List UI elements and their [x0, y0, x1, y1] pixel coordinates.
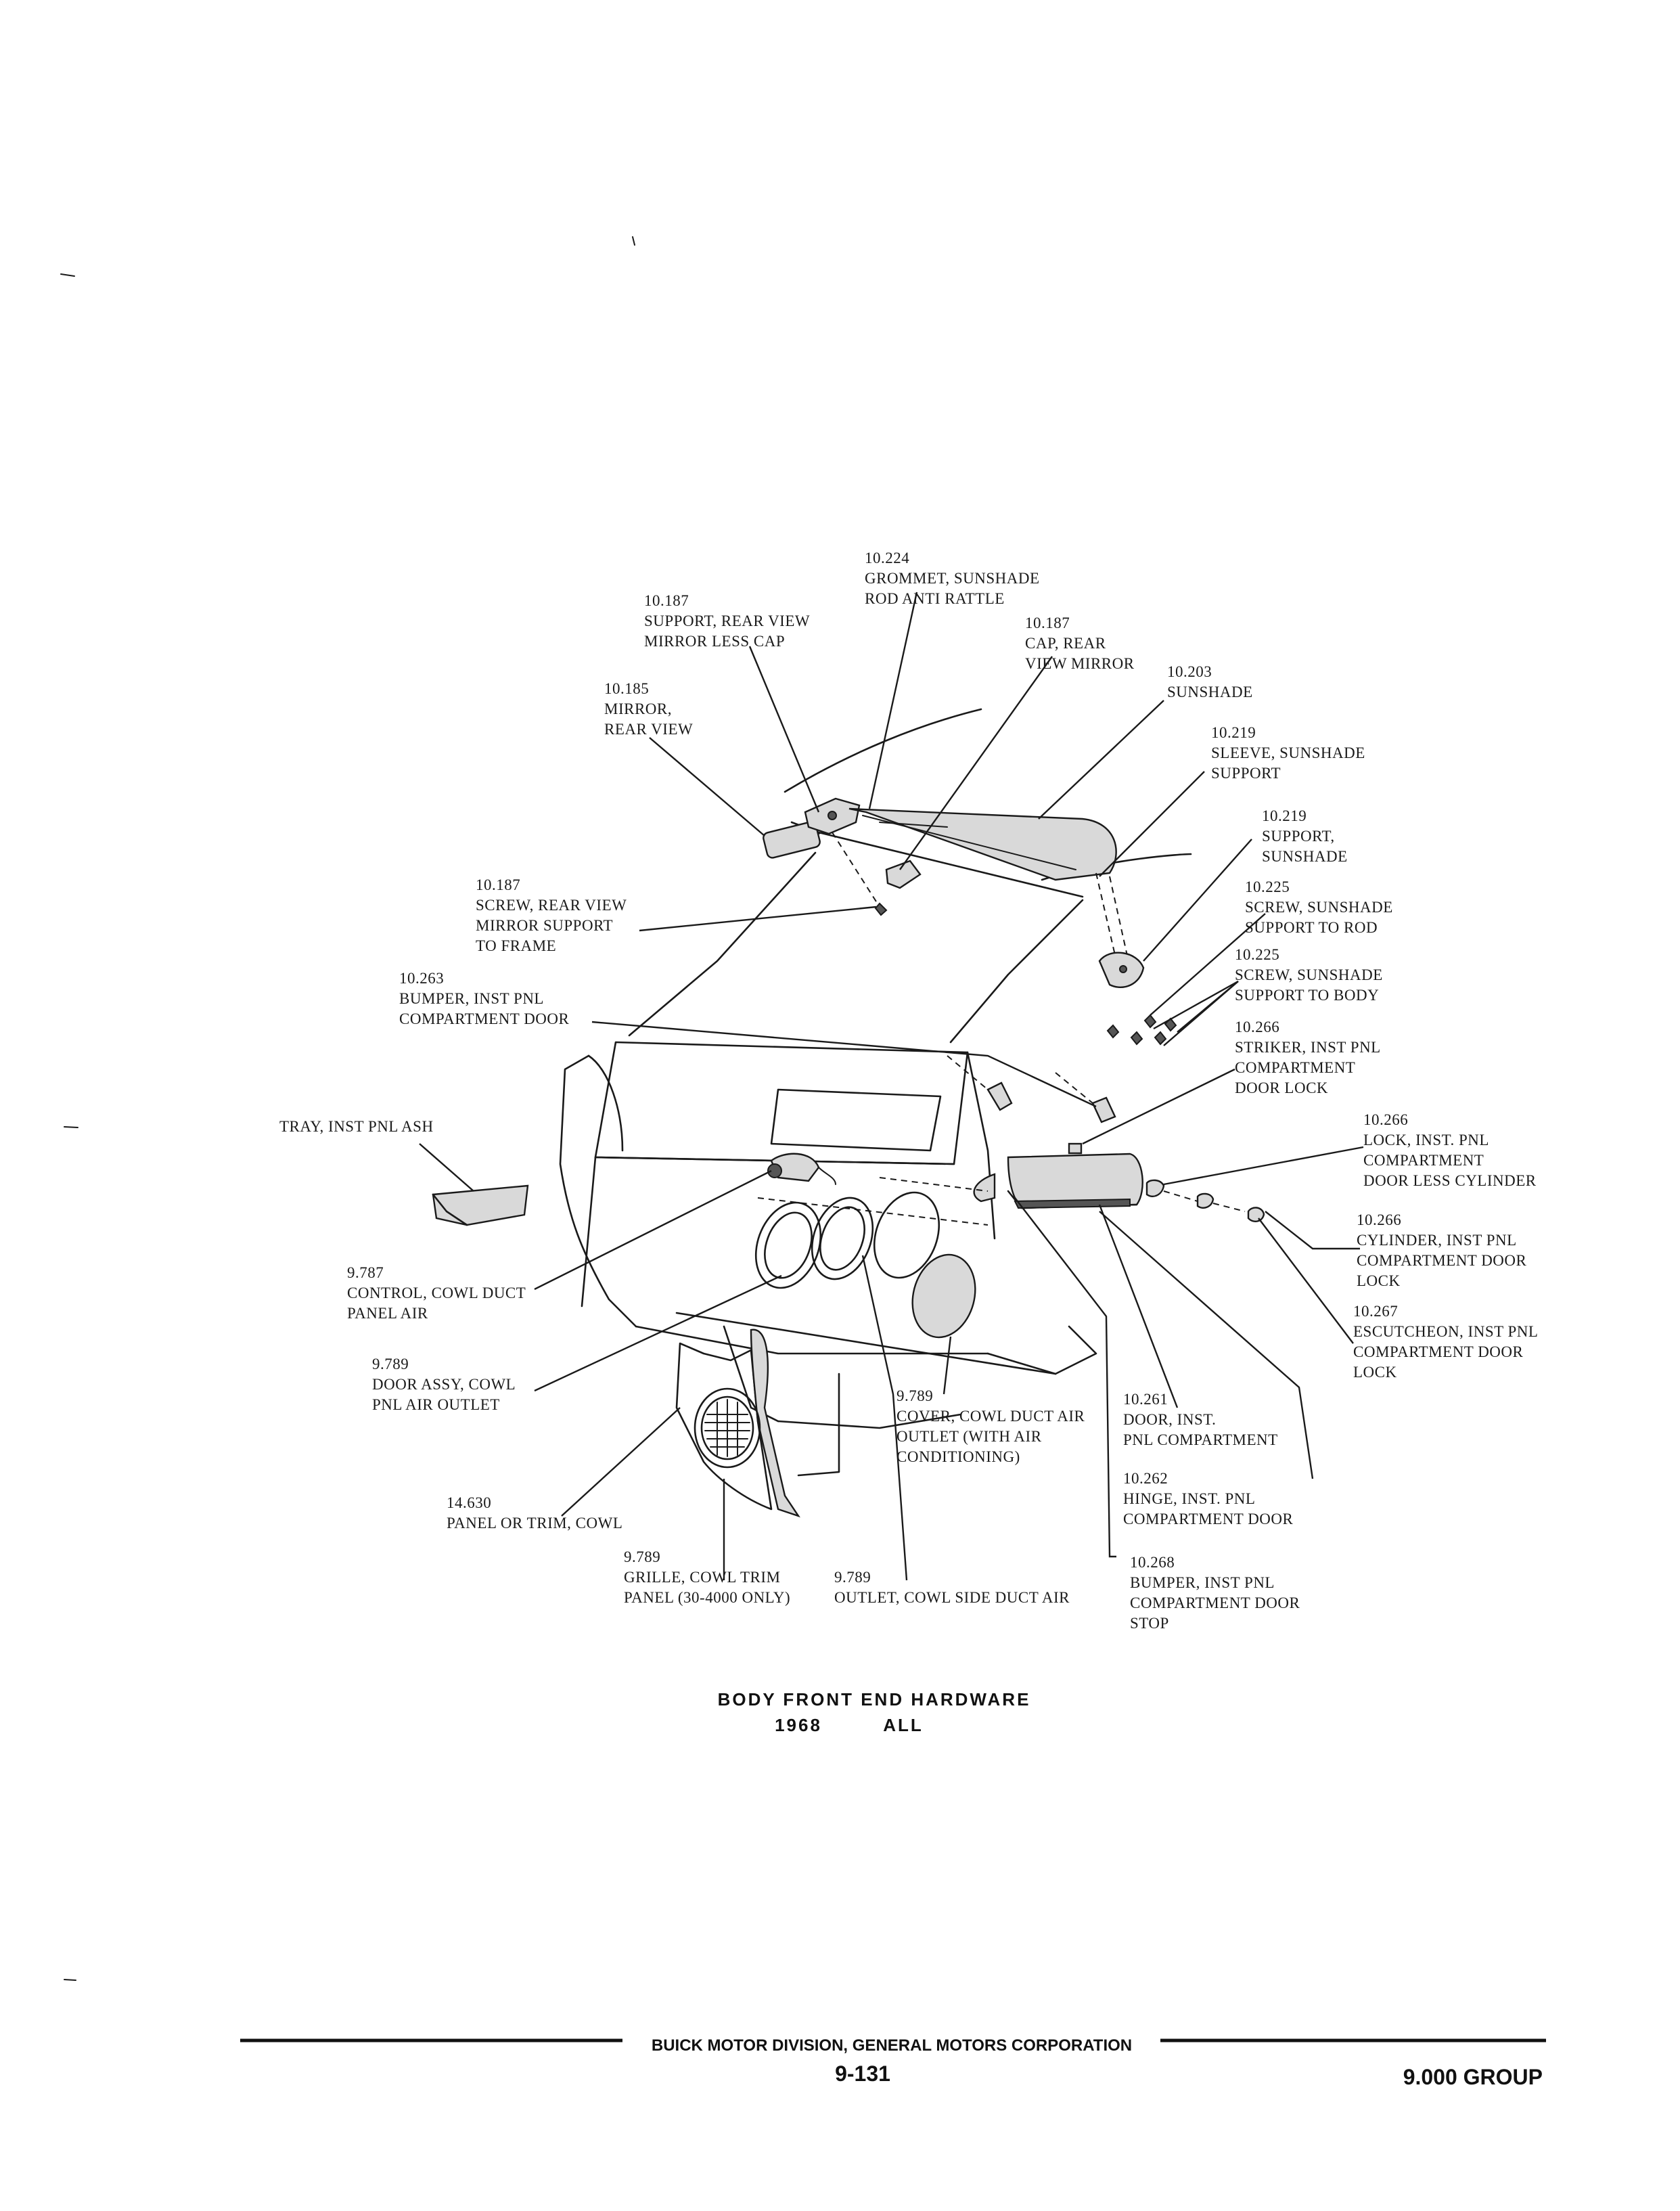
- mirror-support: [804, 797, 861, 835]
- label-grommet: 10.224 GROMMET, SUNSHADE ROD ANTI RATTLE: [865, 550, 1044, 607]
- windshield-frame-upper: [784, 708, 982, 793]
- windshield-left-pillar: [628, 851, 817, 1037]
- bumper-right: [1091, 1096, 1116, 1123]
- caption-title: BODY FRONT END HARDWARE: [718, 1689, 1031, 1710]
- part-labels: 10.224 GROMMET, SUNSHADE ROD ANTI RATTLE…: [279, 550, 1542, 1632]
- bumper-inst-pnl: [986, 1081, 1013, 1111]
- label-door-inst: 10.261 DOOR, INST. PNL COMPARTMENT: [1123, 1391, 1278, 1448]
- cowl-duct-control: [767, 1153, 836, 1185]
- windshield-right-pillar: [949, 899, 1084, 1044]
- instrument-panel: [559, 1041, 1097, 1477]
- label-cylinder: 10.266 CYLINDER, INST PNL COMPARTMENT DO…: [1357, 1211, 1531, 1289]
- page-footer: BUICK MOTOR DIVISION, GENERAL MOTORS COR…: [240, 2036, 1546, 2089]
- scan-marks: [60, 236, 635, 1981]
- label-cap-mirror: 10.187 CAP, REAR VIEW MIRROR: [1025, 615, 1135, 672]
- label-mirror: 10.185 MIRROR, REAR VIEW: [604, 680, 693, 738]
- sunshade: [848, 807, 1117, 881]
- label-door-assy: 9.789 DOOR ASSY, COWL PNL AIR OUTLET: [372, 1356, 520, 1413]
- footer-page-number: 9-131: [835, 2061, 890, 2086]
- caption-models: ALL: [883, 1715, 924, 1735]
- illustration: [432, 708, 1265, 1518]
- label-support-sunshade: 10.219 SUPPORT, SUNSHADE: [1262, 807, 1348, 865]
- bumper-left: [973, 1173, 996, 1203]
- label-support-mirror: 10.187 SUPPORT, REAR VIEW MIRROR LESS CA…: [644, 592, 814, 650]
- label-hinge: 10.262 HINGE, INST. PNL COMPARTMENT DOOR: [1123, 1470, 1294, 1527]
- cowl-trim-panel: [675, 1328, 800, 1518]
- label-sleeve: 10.219 SLEEVE, SUNSHADE SUPPORT: [1211, 724, 1369, 782]
- label-cover: 9.789 COVER, COWL DUCT AIR OUTLET (WITH …: [896, 1387, 1089, 1465]
- caption-year: 1968: [775, 1715, 822, 1735]
- footer-group: 9.000 GROUP: [1403, 2065, 1543, 2089]
- footer-corporation: BUICK MOTOR DIVISION, GENERAL MOTORS COR…: [652, 2036, 1132, 2055]
- label-screw-rod: 10.225 SCREW, SUNSHADE SUPPORT TO ROD: [1245, 878, 1397, 936]
- sunshade-support: [1098, 952, 1145, 988]
- label-grille: 9.789 GRILLE, COWL TRIM PANEL (30-4000 O…: [624, 1548, 790, 1606]
- ash-tray: [432, 1184, 529, 1226]
- label-screw-body: 10.225 SCREW, SUNSHADE SUPPORT TO BODY: [1235, 946, 1387, 1004]
- label-control: 9.787 CONTROL, COWL DUCT PANEL AIR: [347, 1264, 530, 1322]
- label-screw-mirror: 10.187 SCREW, REAR VIEW MIRROR SUPPORT T…: [476, 876, 631, 954]
- cowl-grille: [694, 1387, 761, 1469]
- cowl-duct-cover: [911, 1253, 976, 1339]
- label-sunshade: 10.203 SUNSHADE: [1167, 663, 1253, 700]
- label-escutcheon: 10.267 ESCUTCHEON, INST PNL COMPARTMENT …: [1353, 1303, 1542, 1381]
- air-outlets: [754, 1177, 989, 1289]
- label-bumper-door: 10.263 BUMPER, INST PNL COMPARTMENT DOOR: [399, 970, 570, 1027]
- label-lock: 10.266 LOCK, INST. PNL COMPARTMENT DOOR …: [1363, 1111, 1537, 1189]
- label-outlet: 9.789 OUTLET, COWL SIDE DUCT AIR: [834, 1569, 1070, 1606]
- compartment-door: [1007, 1142, 1143, 1209]
- lock-escutcheon: [1247, 1207, 1265, 1222]
- lock-body: [1145, 1179, 1165, 1197]
- leader-lines: [419, 591, 1364, 1581]
- label-tray: TRAY, INST PNL ASH: [279, 1118, 434, 1135]
- mirror-screw: [874, 902, 888, 916]
- label-striker: 10.266 STRIKER, INST PNL COMPARTMENT DOO…: [1235, 1019, 1384, 1096]
- label-bumper-stop: 10.268 BUMPER, INST PNL COMPARTMENT DOOR…: [1130, 1554, 1304, 1632]
- sunshade-screws: [1106, 1014, 1177, 1046]
- label-panel: 14.630 PANEL OR TRIM, COWL: [447, 1494, 622, 1532]
- lock-cylinder: [1196, 1192, 1214, 1209]
- figure-caption: BODY FRONT END HARDWARE 1968 ALL: [718, 1689, 1031, 1735]
